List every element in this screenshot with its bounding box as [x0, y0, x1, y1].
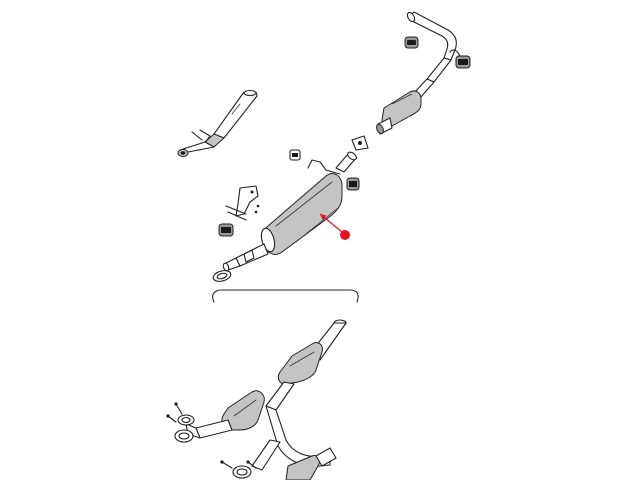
muffler-callout: [319, 213, 350, 240]
intermediate-pipe: [177, 89, 258, 157]
break-line: [212, 289, 359, 303]
clamp-right: [351, 135, 369, 151]
flange-gasket-left-lower: [174, 429, 194, 443]
tailpipe-assembly: [376, 11, 471, 135]
flange-gasket-left: [177, 414, 195, 426]
muffler: [222, 151, 357, 272]
isolator-right: [346, 177, 360, 191]
muffler-hardware: [289, 135, 369, 191]
tailpipe-isolator-right: [455, 55, 471, 69]
hanger-bracket: [218, 185, 260, 237]
y-pipe-assembly: [166, 319, 347, 480]
tailpipe-isolator-left: [404, 36, 419, 49]
clamp-left: [289, 149, 301, 161]
callout-marker-dot[interactable]: [340, 230, 350, 240]
callout-arrowhead: [320, 214, 327, 221]
isolator-left: [218, 223, 234, 237]
flange-gasket-upper: [212, 270, 232, 282]
flange-gasket-bottom: [232, 465, 252, 479]
